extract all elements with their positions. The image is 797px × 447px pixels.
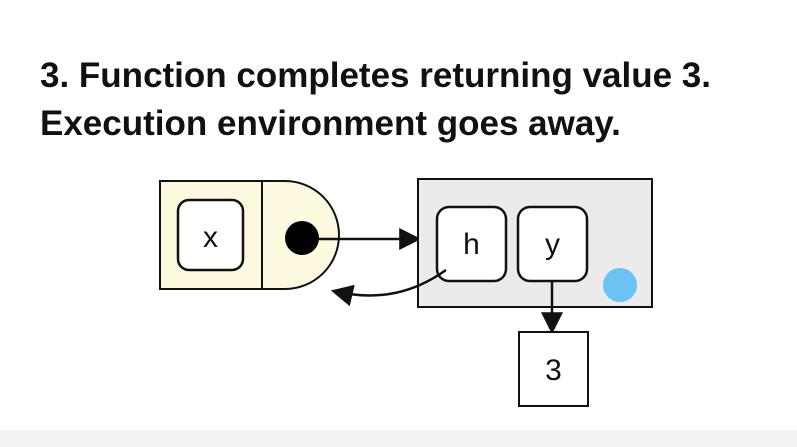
step-heading: 3. Function completes returning value 3.…: [40, 52, 780, 148]
variable-x-slot: [176, 198, 245, 272]
h-to-function-arrow: [330, 268, 447, 307]
step-number: 3.: [40, 56, 70, 95]
environment-marker-dot: [603, 268, 637, 302]
function-pointer-dot: [285, 221, 319, 255]
variable-x-label: x: [203, 221, 218, 254]
value-box: [518, 331, 589, 407]
heading-line-1-text: Function completes returning value 3.: [69, 56, 711, 95]
heading-line-1: 3. Function completes returning value 3.: [40, 52, 780, 100]
binding-h-label: h: [463, 228, 480, 261]
binding-y-label: y: [545, 228, 560, 261]
value-box-label: 3: [545, 354, 562, 387]
heading-line-2: Execution environment goes away.: [40, 104, 621, 143]
bottom-strip: [0, 430, 797, 447]
binding-h-slot: [435, 205, 508, 283]
